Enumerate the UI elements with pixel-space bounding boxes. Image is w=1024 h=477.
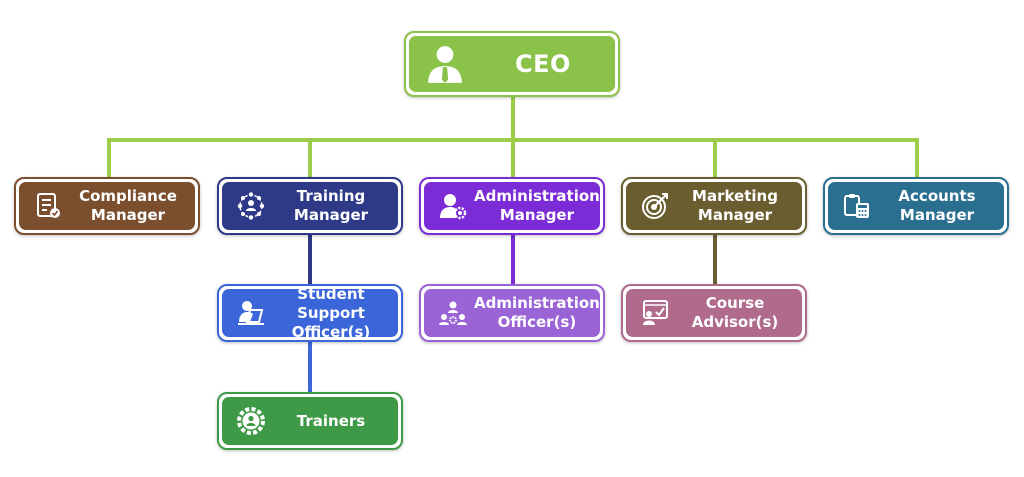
executive-user-icon xyxy=(421,40,469,88)
node-training-manager: Training Manager xyxy=(217,177,403,235)
node-trainers: Trainers xyxy=(217,392,403,450)
connector-marketing-drop xyxy=(713,138,717,180)
connector-support-to-trainers xyxy=(308,340,312,394)
node-ceo-label: CEO xyxy=(515,49,571,78)
connector-admin-to-officer xyxy=(511,234,515,286)
user-gear-icon xyxy=(436,189,470,223)
connector-accounts-drop xyxy=(915,138,919,180)
connector-ceo-stem xyxy=(511,96,515,140)
connector-training-drop xyxy=(308,138,312,180)
checklist-document-icon xyxy=(31,189,65,223)
node-accounts-manager: Accounts Manager xyxy=(823,177,1009,235)
connector-administration-drop xyxy=(511,138,515,180)
node-compliance-label: Compliance Manager xyxy=(79,187,177,224)
user-laptop-icon xyxy=(234,296,268,330)
node-marketing-label: Marketing Manager xyxy=(692,187,778,224)
connector-marketing-to-advisor xyxy=(713,234,717,286)
node-ceo: CEO xyxy=(404,31,620,97)
node-marketing-manager: Marketing Manager xyxy=(621,177,807,235)
calculator-clipboard-icon xyxy=(840,189,874,223)
user-screen-check-icon xyxy=(638,296,672,330)
node-administration-manager: Administration Manager xyxy=(419,177,605,235)
node-trainers-label: Trainers xyxy=(296,411,366,430)
node-student-support-officer: Student Support Officer(s) xyxy=(217,284,403,342)
node-accounts-label: Accounts Manager xyxy=(898,187,976,224)
node-compliance-manager: Compliance Manager xyxy=(14,177,200,235)
node-course-advisor: Course Advisor(s) xyxy=(621,284,807,342)
node-student-support-label: Student Support Officer(s) xyxy=(291,284,371,341)
team-network-icon xyxy=(234,189,268,223)
node-administration-label: Administration Manager xyxy=(474,187,600,224)
node-administration-officer-label: Administration Officer(s) xyxy=(474,294,600,331)
target-icon xyxy=(638,189,672,223)
node-course-advisor-label: Course Advisor(s) xyxy=(691,294,779,331)
gear-user-icon xyxy=(234,404,268,438)
connector-compliance-drop xyxy=(107,138,111,180)
node-administration-officer: Administration Officer(s) xyxy=(419,284,605,342)
group-gears-icon xyxy=(436,296,470,330)
connector-training-to-support xyxy=(308,234,312,286)
node-training-label: Training Manager xyxy=(293,187,369,224)
